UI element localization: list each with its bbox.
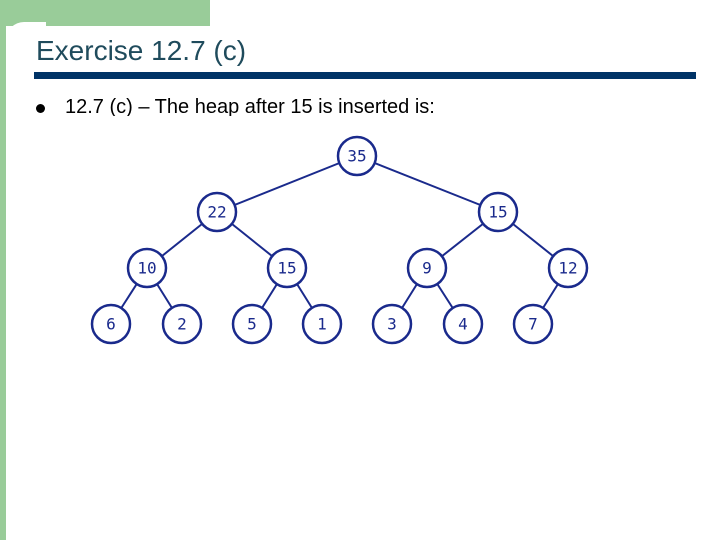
- bullet-text: 12.7 (c) – The heap after 15 is inserted…: [65, 96, 435, 116]
- heap-node-circle: [442, 303, 484, 345]
- heap-nodes: 35 22 15 10 15 9 12 6 2 5 1 3 4 7: [90, 135, 589, 345]
- heap-node-label: 4: [458, 315, 468, 334]
- heap-node-circle: [547, 247, 589, 289]
- heap-node: 15: [266, 247, 308, 289]
- slide-title: Exercise 12.7 (c): [36, 35, 247, 66]
- decorative-corner: [6, 22, 46, 62]
- heap-node: 35: [336, 135, 378, 177]
- heap-node-label: 2: [177, 315, 187, 334]
- heap-edge: [356, 155, 499, 213]
- heap-node-circle: [126, 247, 168, 289]
- heap-node-circle: [406, 247, 448, 289]
- heap-node-label: 22: [207, 203, 226, 222]
- heap-node: 22: [196, 191, 238, 233]
- heap-edges: [110, 155, 569, 325]
- title-rule: [34, 72, 696, 79]
- heap-node-label: 7: [528, 315, 538, 334]
- heap-node: 4: [442, 303, 484, 345]
- heap-node: 6: [90, 303, 132, 345]
- heap-node: 15: [477, 191, 519, 233]
- heap-node: 9: [406, 247, 448, 289]
- heap-node-circle: [301, 303, 343, 345]
- heap-node-label: 6: [106, 315, 116, 334]
- heap-edge: [216, 155, 358, 213]
- heap-node-label: 12: [558, 259, 577, 278]
- heap-node-label: 15: [488, 203, 507, 222]
- heap-node-circle: [371, 303, 413, 345]
- heap-node-label: 1: [317, 315, 327, 334]
- heap-node-circle: [161, 303, 203, 345]
- heap-node-circle: [336, 135, 378, 177]
- heap-node-circle: [512, 303, 554, 345]
- heap-node-label: 15: [277, 259, 296, 278]
- heap-node-circle: [231, 303, 273, 345]
- heap-node: 12: [547, 247, 589, 289]
- heap-node: 10: [126, 247, 168, 289]
- heap-node: 1: [301, 303, 343, 345]
- heap-node: 5: [231, 303, 273, 345]
- heap-node: 2: [161, 303, 203, 345]
- heap-node: 7: [512, 303, 554, 345]
- heap-node-label: 10: [137, 259, 156, 278]
- decorative-left-bar: [0, 0, 6, 540]
- heap-node-circle: [266, 247, 308, 289]
- heap-node-circle: [477, 191, 519, 233]
- heap-node-circle: [90, 303, 132, 345]
- heap-node-label: 9: [422, 259, 432, 278]
- heap-node: 3: [371, 303, 413, 345]
- heap-node-label: 35: [347, 147, 366, 166]
- heap-node-circle: [196, 191, 238, 233]
- bullet-icon: [36, 104, 45, 113]
- heap-node-label: 5: [247, 315, 257, 334]
- decorative-top-bar: [0, 0, 210, 26]
- heap-node-label: 3: [387, 315, 397, 334]
